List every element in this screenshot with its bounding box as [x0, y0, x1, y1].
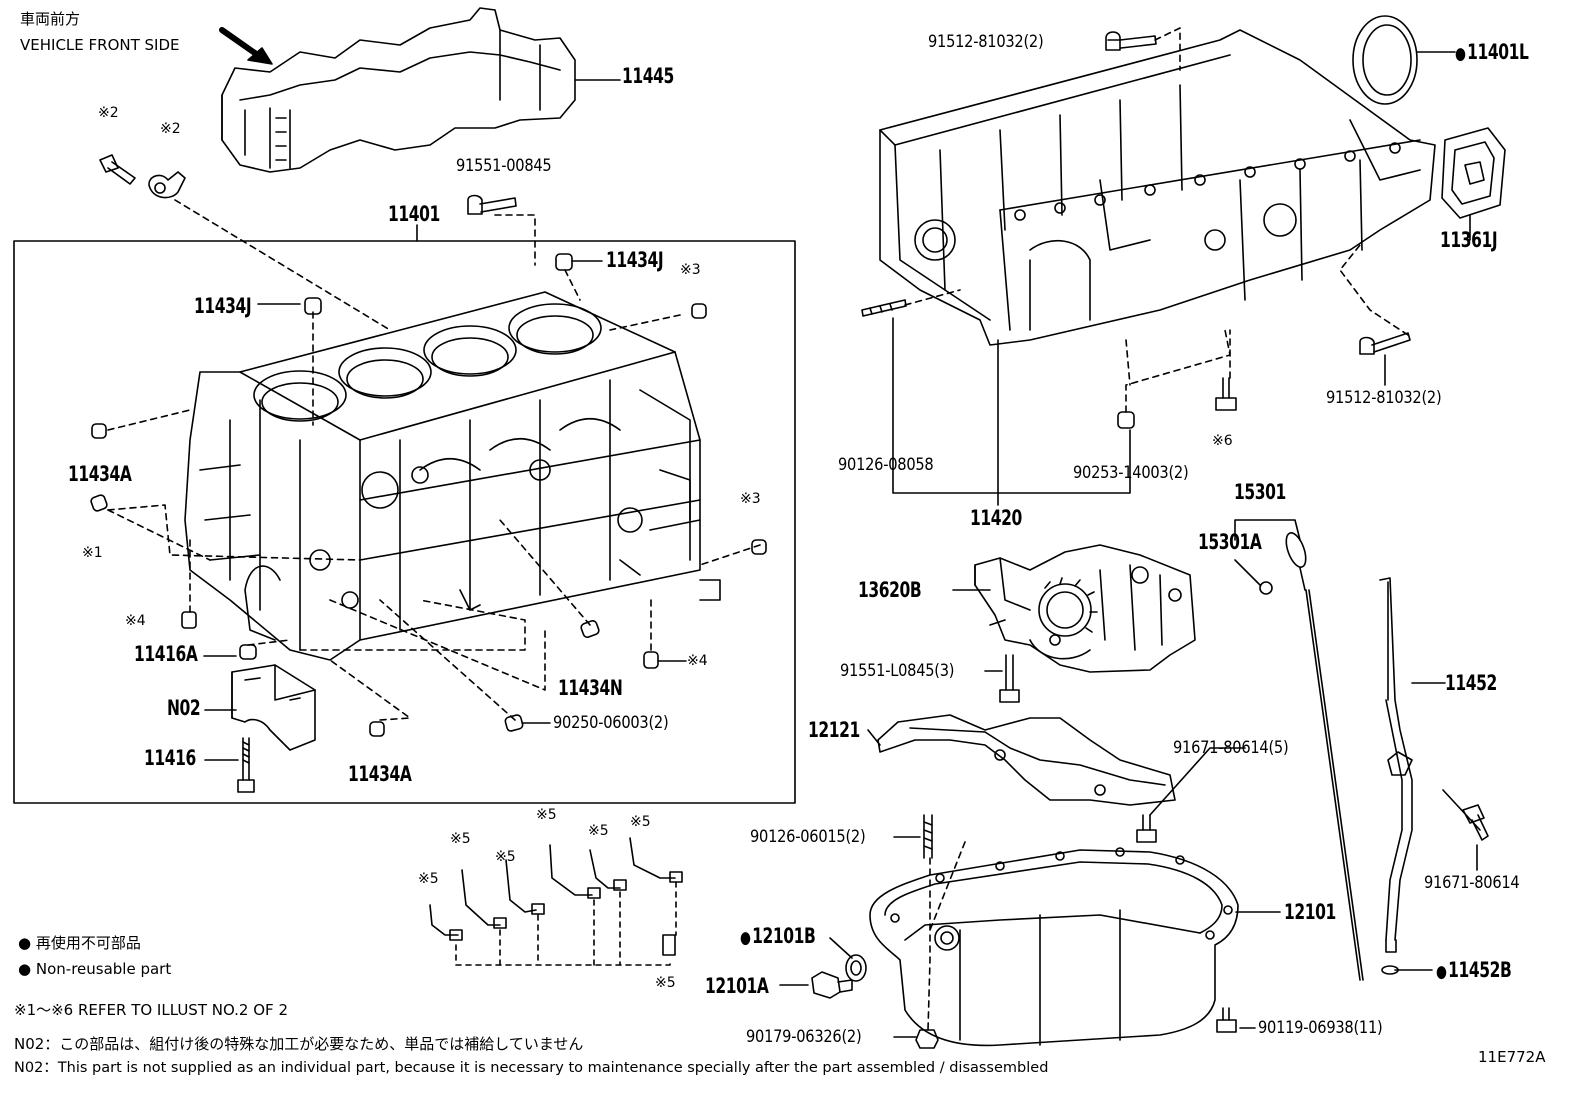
part-label-11401[interactable]: 11401: [388, 202, 440, 226]
bracket-90126-08058: [892, 317, 1131, 494]
part-label-12101b[interactable]: 12101B: [740, 926, 816, 947]
n02-note-en: N02：This part is not supplied as an indi…: [14, 1060, 1049, 1076]
legend-non-reusable-en: ● Non-reusable part: [18, 962, 171, 977]
oil-seal-11401l-illustration: [1352, 15, 1456, 105]
oil-pan-upper-11420-illustration: [879, 29, 1436, 346]
bearing-cap-n02-illustration: [231, 664, 316, 751]
drain-plug-12101a-illustration: [811, 971, 853, 999]
bolt-m6-illustration: [1215, 377, 1237, 411]
pin-90253-illustration: [1117, 411, 1135, 429]
part-label-11434a-bottom[interactable]: 11434A: [348, 762, 412, 786]
note-mark-5d: ※5: [536, 807, 557, 823]
part-label-11420[interactable]: 11420: [970, 506, 1022, 530]
vehicle-front-label-en: VEHICLE FRONT SIDE: [20, 36, 180, 54]
part-label-13620b[interactable]: 13620B: [858, 578, 922, 602]
note-mark-5c: ※5: [495, 849, 516, 865]
union-bolt-illustration: [99, 154, 186, 199]
gasket-12101b-illustration: [845, 954, 867, 982]
bolt-91551-l0845-illustration: [999, 654, 1020, 703]
part-label-91551-l0845[interactable]: 91551-L0845(3): [840, 661, 955, 681]
note-mark-4b: ※4: [687, 653, 708, 669]
part-label-11434j-top[interactable]: 11434J: [606, 248, 664, 272]
part-label-91551-00845[interactable]: 91551-00845: [456, 156, 552, 176]
part-label-91671-80614-5[interactable]: 91671-80614(5): [1173, 738, 1289, 758]
part-label-12121[interactable]: 12121: [808, 718, 860, 742]
legend-dot-icon: ●: [18, 960, 32, 978]
part-label-90179-06326[interactable]: 90179-06326(2): [746, 1027, 862, 1047]
part-label-90250-06003[interactable]: 90250-06003(2): [553, 713, 669, 733]
engine-cover-11445-illustration: [221, 7, 576, 173]
part-label-11434j-left[interactable]: 11434J: [194, 294, 252, 318]
note-mark-2b: ※2: [160, 121, 181, 137]
part-label-91512-81032-right[interactable]: 91512-81032(2): [1326, 388, 1442, 408]
bolt-90119-06938-illustration: [1216, 1007, 1237, 1033]
part-label-91512-81032-top[interactable]: 91512-81032(2): [928, 32, 1044, 52]
bolt-11416-illustration: [237, 737, 255, 793]
baffle-plate-12121-illustration: [877, 714, 1176, 806]
n02-note-jp: N02：この部品は、組付け後の特殊な加工が必要なため、単品では補給していません: [14, 1035, 584, 1053]
part-leader-lines: [203, 39, 1481, 1038]
legend-text-jp: 再使用不可部品: [35, 934, 141, 952]
lower-pan-leader-lines: [927, 841, 966, 1031]
part-label-15301a[interactable]: 15301A: [1198, 530, 1262, 554]
bolt-91671-80614-illustration: [1462, 804, 1489, 841]
part-label-90126-06015[interactable]: 90126-06015(2): [750, 827, 866, 847]
part-label-12101a[interactable]: 12101A: [705, 974, 769, 998]
part-label-11401l[interactable]: 11401L: [1455, 42, 1529, 63]
oil-pan-lower-12101-illustration: [869, 847, 1239, 1047]
note-mark-3a: ※3: [680, 262, 701, 278]
part-label-11452[interactable]: 11452: [1445, 671, 1497, 695]
bolt-91671-80614-5-illustration: [1136, 814, 1157, 843]
part-label-90253-14003[interactable]: 90253-14003(2): [1073, 463, 1189, 483]
block-leader-lines: [107, 199, 761, 721]
bracket-15301: [1234, 519, 1301, 541]
note-mark-5b: ※5: [450, 831, 471, 847]
legend-non-reusable-jp: ● 再使用不可部品: [18, 936, 141, 951]
note-mark-2a: ※2: [98, 105, 119, 121]
stud-90126-06015-illustration: [923, 814, 933, 859]
vehicle-front-arrow-icon: [219, 27, 273, 65]
vehicle-front-label-jp: 車両前方: [20, 10, 81, 28]
note-mark-4a: ※4: [125, 613, 146, 629]
part-label-11416[interactable]: 11416: [144, 746, 196, 770]
part-label-11434n[interactable]: 11434N: [558, 676, 623, 700]
nozzle-bracket-lines: [455, 881, 677, 966]
bolt-91551-00845-illustration: [467, 194, 517, 215]
upper-pan-leader-lines: [904, 27, 1409, 413]
note-mark-6: ※6: [1212, 433, 1233, 449]
cylinder-block-11401-illustration: [184, 291, 721, 661]
part-label-90119-06938[interactable]: 90119-06938(11): [1258, 1018, 1383, 1038]
refer-note: ※1～※6 REFER TO ILLUST NO.2 OF 2: [14, 1001, 288, 1019]
part-label-11416a[interactable]: 11416A: [134, 642, 198, 666]
part-label-11445[interactable]: 11445: [622, 64, 674, 88]
part-label-11452b[interactable]: 11452B: [1436, 960, 1512, 981]
cover-plate-11361j-illustration: [1441, 127, 1506, 219]
note-mark-1: ※1: [82, 545, 103, 561]
note-mark-3b: ※3: [740, 491, 761, 507]
part-label-91671-80614[interactable]: 91671-80614: [1424, 873, 1520, 893]
legend-text-en: Non-reusable part: [35, 960, 172, 978]
stud-90126-08058-illustration: [861, 299, 907, 317]
part-label-90126-08058[interactable]: 90126-08058: [838, 455, 934, 475]
part-label-15301[interactable]: 15301: [1234, 480, 1286, 504]
cylinder-block-group-frame: [13, 240, 796, 804]
note-mark-5e: ※5: [588, 823, 609, 839]
part-label-n02[interactable]: N02: [167, 696, 201, 720]
note-mark-5a: ※5: [418, 871, 439, 887]
oil-jet-nozzles-illustration: [429, 837, 683, 956]
dipstick-guide-11452-illustration: [1379, 577, 1413, 975]
part-label-11434a-left[interactable]: 11434A: [68, 462, 132, 486]
part-label-12101[interactable]: 12101: [1284, 900, 1336, 924]
nut-90179-illustration: [915, 1029, 939, 1049]
oil-pump-13620b-illustration: [974, 544, 1196, 673]
illustration-code: 11E772A: [1478, 1048, 1546, 1066]
dipstick-15301-illustration: [1234, 532, 1364, 981]
note-mark-5g: ※5: [655, 975, 676, 991]
part-label-11361j[interactable]: 11361J: [1440, 228, 1498, 252]
bolts-91512-81032-illustration: [1105, 31, 1411, 355]
note-mark-5f: ※5: [630, 814, 651, 830]
legend-dot-icon: ●: [18, 934, 32, 952]
